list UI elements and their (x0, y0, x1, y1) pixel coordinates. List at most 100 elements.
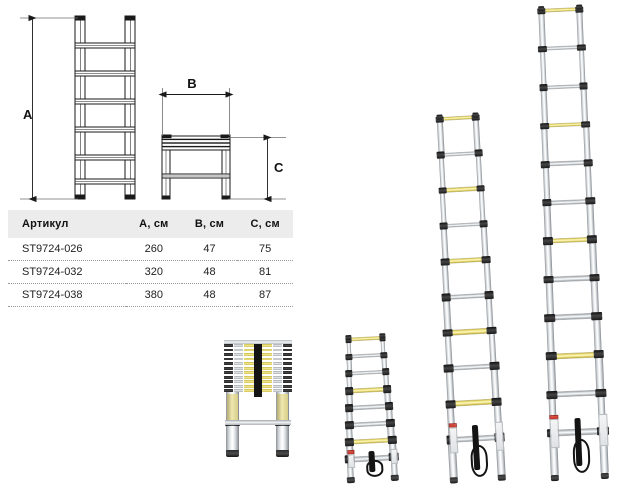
ladder-rung-yellow (348, 386, 388, 393)
ladder-lock-collar (476, 184, 486, 192)
ladder-top-cap (537, 5, 545, 11)
telescopic-ladder-260 (330, 332, 416, 484)
ladder-rung-yellow (446, 328, 493, 336)
dimension-label-a: A (23, 107, 33, 122)
collapsed-rung-grey (273, 366, 282, 370)
ladder-rung-grey (443, 221, 485, 228)
ladder-lock-collar (442, 328, 453, 338)
ladder-lock-collar (539, 122, 550, 130)
cell-c: 87 (237, 283, 293, 307)
collapsed-rung-grey (234, 344, 243, 347)
ladder-lock-collar (344, 438, 355, 447)
ladder-lock-collar (577, 44, 586, 52)
collapsed-yellow-band (277, 394, 288, 420)
ladder-rung-grey (348, 403, 390, 411)
collapsed-rung-grey (273, 344, 282, 347)
collapsed-end-cap (224, 362, 233, 365)
ladder-lock-collar (385, 419, 396, 428)
collapsed-strap (254, 343, 262, 397)
ladder-lock-collar (489, 361, 500, 371)
ladder-lock-collar (486, 326, 497, 335)
ladder-lock-collar (546, 390, 558, 400)
ladder-rung-grey (448, 363, 495, 371)
ladder-lock-collar (384, 402, 394, 411)
cell-c: 75 (237, 238, 293, 261)
ladder-rung-grey (549, 313, 598, 321)
collapsed-end-cap (283, 353, 292, 356)
table-header-row: Артикул A, см B, см C, см (8, 210, 293, 238)
cell-b: 47 (181, 238, 238, 261)
cell-article: ST9724-026 (8, 238, 126, 261)
carrying-strap-loop (365, 459, 384, 478)
ladder-lock-collar (538, 45, 547, 53)
collapsed-end-cap (224, 380, 233, 384)
ladder-top-cap (345, 334, 352, 340)
ladder-lock-collar (344, 404, 354, 413)
ladder-foot (600, 472, 610, 480)
ladder-lock-collar (587, 235, 598, 244)
ladder-lock-collar (542, 237, 553, 246)
ladder-lock-collar (585, 197, 596, 205)
ladder-foot (346, 476, 355, 484)
ladder-rung-yellow (543, 122, 587, 128)
ladder-lock-collar (591, 312, 602, 321)
ladder-rung-grey (348, 420, 392, 428)
column-header-article: Артикул (8, 210, 126, 238)
collapsed-rung-grey (234, 375, 243, 379)
collapsed-end-cap (224, 375, 233, 379)
ladder-body (512, 0, 628, 482)
ladder-lock-collar (440, 257, 450, 266)
cell-b: 48 (181, 260, 238, 284)
dimension-c (228, 134, 286, 203)
telescopic-ladder-collapsed (222, 338, 294, 458)
collapsed-end-cap (283, 348, 292, 352)
collapsed-rung-grey (234, 357, 243, 361)
ladder-top-cap (379, 332, 386, 339)
ladder-lock-collar (481, 255, 491, 264)
ladder-rung-yellow (547, 237, 593, 244)
ladder-top-cap (575, 4, 583, 10)
ladder-rung-grey (544, 160, 589, 167)
ladder-lock-collar (444, 400, 456, 409)
collapsed-end-cap (283, 380, 292, 384)
collapsed-rung-grey (273, 375, 282, 379)
ladder-lock-collar (538, 84, 548, 92)
info-sticker (495, 421, 505, 452)
collapsed-end-cap (224, 353, 233, 356)
ladder-rung-yellow (348, 437, 393, 445)
technical-drawing: A B C (0, 0, 300, 210)
ladder-foot (390, 474, 399, 482)
front-view-ladder (74, 15, 136, 200)
ladder-lock-collar (541, 199, 552, 207)
info-sticker (598, 413, 609, 447)
collapsed-rung-grey (234, 371, 243, 375)
ladder-rung-yellow (439, 115, 477, 121)
ladder-body (411, 108, 524, 485)
collapsed-end-cap (283, 375, 292, 379)
ladder-lock-collar (484, 291, 494, 299)
ladder-lock-collar (540, 160, 551, 169)
ladder-rung-grey (548, 275, 595, 282)
ladder-lock-collar (544, 313, 556, 323)
collapsed-end-cap (224, 344, 233, 347)
ladder-lock-collar (436, 151, 446, 159)
ladder-lock-collar (443, 364, 455, 373)
collapsed-top-bar (224, 340, 292, 344)
ladder-body (322, 330, 416, 484)
ladder-rung-yellow (444, 257, 487, 264)
dimension-b (158, 88, 234, 136)
ladder-lock-collar (439, 222, 449, 230)
ladder-lock-collar (344, 370, 353, 378)
ladder-lock-collar (344, 421, 355, 430)
collapsed-rung-grey (234, 353, 243, 356)
collapsed-rung-grey (273, 380, 282, 384)
ladder-foot (449, 477, 459, 484)
specifications-table: Артикул A, см B, см C, см ST9724-026 260… (8, 210, 293, 307)
ladder-foot (550, 474, 560, 482)
collapsed-end-cap (224, 366, 233, 370)
ladder-lock-collar (589, 273, 600, 282)
collapsed-rung-grey (234, 389, 243, 393)
ladder-rung-yellow (540, 7, 580, 13)
collapsed-cross-bar (225, 420, 291, 425)
info-sticker (549, 418, 560, 449)
